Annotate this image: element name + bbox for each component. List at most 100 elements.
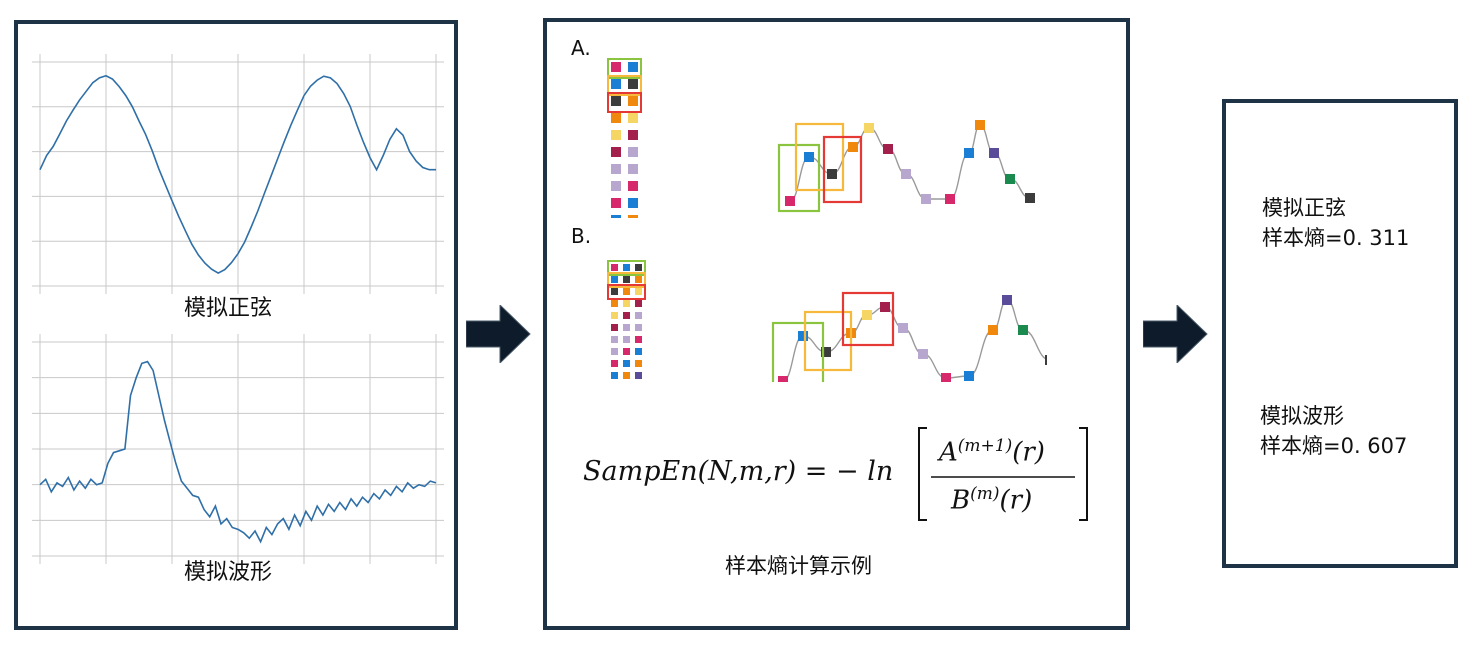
series-point bbox=[945, 194, 955, 204]
template-square bbox=[635, 336, 642, 343]
series-point bbox=[804, 152, 814, 162]
template-square bbox=[611, 312, 618, 319]
numerator-superscript: (m+1) bbox=[957, 436, 1013, 456]
example-a-series-plot bbox=[777, 120, 1035, 213]
template-square bbox=[611, 96, 621, 106]
sample-entropy-panel: A. B. SampEn(N,m,r) = − ln A(m+1)(r) B(m… bbox=[543, 18, 1130, 630]
numerator-argument: (r) bbox=[1012, 437, 1045, 468]
series-point bbox=[964, 371, 974, 381]
template-square bbox=[628, 181, 638, 191]
example-a-template-grid bbox=[607, 58, 642, 218]
template-square bbox=[611, 181, 621, 191]
numerator-symbol: A bbox=[939, 437, 958, 468]
series-point bbox=[898, 323, 908, 333]
series-point bbox=[901, 169, 911, 179]
waveform-caption: 模拟波形 bbox=[184, 560, 273, 585]
denominator-argument: (r) bbox=[999, 485, 1033, 516]
series-point bbox=[883, 144, 893, 154]
template-square bbox=[635, 372, 642, 379]
template-square bbox=[611, 336, 618, 343]
series-point bbox=[1018, 325, 1028, 335]
series-point bbox=[778, 376, 788, 382]
template-square bbox=[611, 348, 618, 355]
formula-fraction: A(m+1)(r) B(m)(r) bbox=[915, 424, 1091, 524]
template-square bbox=[611, 300, 618, 307]
example-b-template-grid bbox=[607, 260, 646, 379]
template-square bbox=[623, 264, 630, 271]
template-match-box bbox=[607, 92, 642, 113]
pattern-match-box bbox=[822, 135, 863, 204]
series-point bbox=[941, 373, 951, 382]
template-square bbox=[611, 264, 618, 271]
template-square bbox=[623, 336, 630, 343]
example-b-series-plot bbox=[771, 291, 1047, 382]
template-square bbox=[628, 215, 638, 218]
template-square bbox=[635, 300, 642, 307]
series-point bbox=[1045, 355, 1047, 365]
template-square bbox=[611, 79, 621, 89]
right-arrow-icon bbox=[1143, 305, 1208, 363]
series-point bbox=[785, 196, 795, 206]
right-arrow-icon bbox=[466, 305, 531, 363]
example-b-label: B. bbox=[571, 224, 592, 248]
template-square bbox=[611, 324, 618, 331]
result-waveform-value: 样本熵=0. 607 bbox=[1260, 434, 1408, 458]
series-point bbox=[921, 194, 931, 204]
example-a-label: A. bbox=[571, 36, 591, 60]
middle-caption: 样本熵计算示例 bbox=[725, 554, 872, 578]
sine-caption: 模拟正弦 bbox=[184, 296, 273, 321]
template-match-box bbox=[607, 260, 646, 276]
template-square bbox=[623, 348, 630, 355]
template-square bbox=[623, 360, 630, 367]
results-panel: 模拟正弦 样本熵=0. 311 模拟波形 样本熵=0. 607 bbox=[1222, 99, 1458, 568]
pattern-match-box bbox=[794, 122, 845, 192]
template-square bbox=[628, 113, 638, 123]
template-square bbox=[628, 79, 638, 89]
series-line bbox=[39, 360, 437, 544]
template-square bbox=[635, 264, 642, 271]
bracket-icon bbox=[918, 427, 1088, 521]
pattern-match-box bbox=[803, 310, 853, 372]
signal-panel: 模拟正弦 模拟波形 bbox=[14, 20, 458, 630]
template-square bbox=[611, 113, 621, 123]
series-point bbox=[1025, 193, 1035, 203]
template-square bbox=[635, 324, 642, 331]
template-square bbox=[635, 348, 642, 355]
template-square bbox=[611, 215, 621, 218]
template-match-box bbox=[607, 58, 642, 79]
template-square bbox=[628, 130, 638, 140]
template-square bbox=[623, 372, 630, 379]
waveform-chart bbox=[32, 334, 444, 564]
template-square bbox=[611, 147, 621, 157]
series-point bbox=[798, 331, 808, 341]
template-match-box bbox=[607, 284, 646, 300]
series-point bbox=[880, 302, 890, 312]
template-square bbox=[635, 312, 642, 319]
template-square bbox=[623, 324, 630, 331]
result-sine-name: 模拟正弦 bbox=[1262, 196, 1346, 220]
template-square bbox=[623, 300, 630, 307]
template-square bbox=[623, 312, 630, 319]
template-square bbox=[611, 62, 621, 72]
series-point bbox=[1002, 295, 1012, 305]
template-square bbox=[635, 288, 642, 295]
formula-denominator: B(m)(r) bbox=[951, 484, 1032, 516]
pattern-match-box bbox=[841, 291, 895, 347]
series-point bbox=[848, 142, 858, 152]
denominator-superscript: (m) bbox=[970, 484, 1000, 504]
series-point bbox=[964, 148, 974, 158]
formula-numerator: A(m+1)(r) bbox=[939, 436, 1045, 468]
template-match-box bbox=[607, 75, 642, 96]
template-square bbox=[611, 276, 618, 283]
template-square bbox=[628, 62, 638, 72]
template-square bbox=[623, 276, 630, 283]
template-square bbox=[611, 198, 621, 208]
series-point bbox=[975, 120, 985, 130]
series-point bbox=[864, 123, 874, 133]
result-waveform: 模拟波形 样本熵=0. 607 bbox=[1260, 401, 1407, 461]
result-waveform-name: 模拟波形 bbox=[1260, 404, 1344, 428]
template-square bbox=[628, 96, 638, 106]
series-point bbox=[1005, 174, 1015, 184]
series-point bbox=[918, 349, 928, 359]
template-square bbox=[635, 276, 642, 283]
